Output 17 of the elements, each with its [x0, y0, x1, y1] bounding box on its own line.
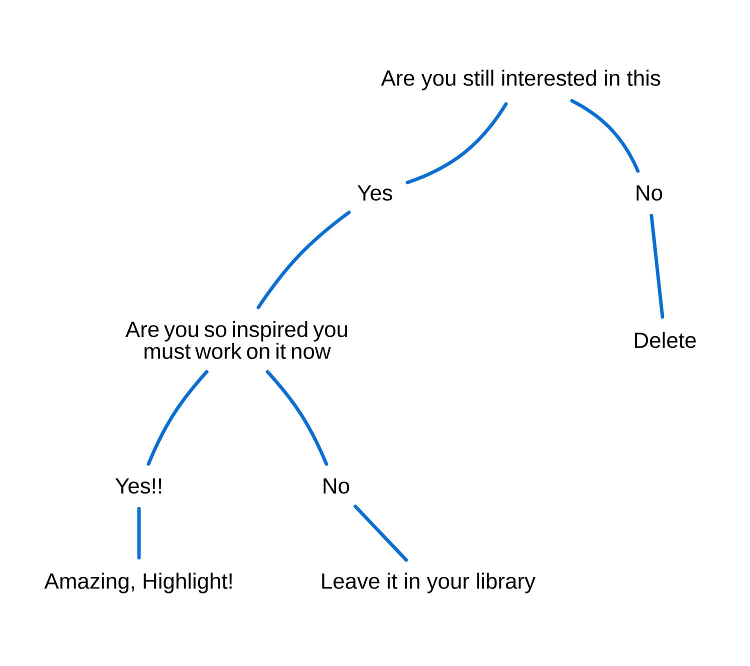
question-text: Delete	[635, 332, 696, 348]
question-text: Yes	[358, 185, 392, 201]
curved-line	[146, 370, 208, 466]
curved-line	[570, 99, 640, 173]
question-text: Leave it in your library	[322, 572, 536, 594]
curved-line	[266, 370, 328, 466]
question-text: No	[324, 478, 350, 494]
curved-line	[256, 210, 351, 310]
question-text: Yes!!	[115, 478, 162, 494]
question-text: Are you so inspired you must work on it now	[125, 321, 348, 359]
curved-line	[354, 504, 408, 562]
curved-line	[406, 102, 508, 184]
curved-line	[137, 506, 141, 560]
curved-line	[650, 214, 664, 319]
question-text: Are you still interested in this	[381, 70, 660, 90]
question-text: No	[636, 185, 662, 201]
question-text: Amazing, Highlight!	[44, 572, 232, 594]
